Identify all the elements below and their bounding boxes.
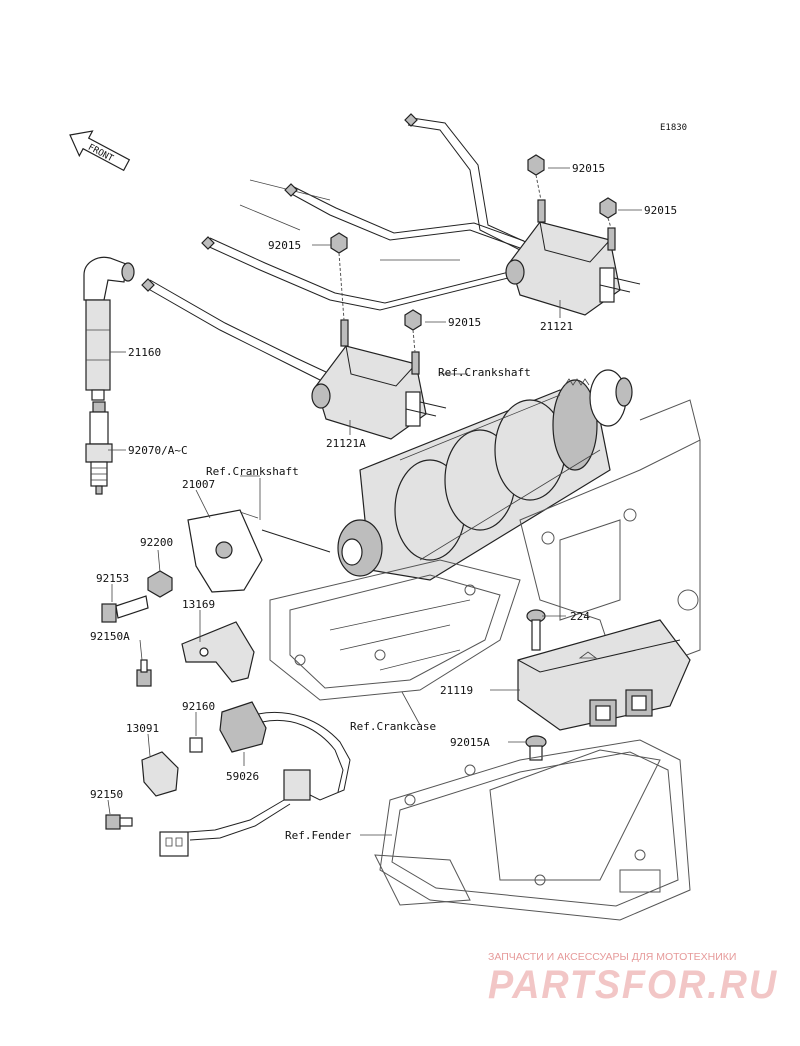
bolt-92150a-icon xyxy=(136,659,152,687)
nut-92015-icon xyxy=(330,154,617,353)
callout-92015: 92015 xyxy=(572,162,605,175)
washer-92160-icon xyxy=(189,737,203,753)
callout-59026: 59026 xyxy=(226,770,259,783)
callout-13169: 13169 xyxy=(182,598,215,611)
bolt-92150-icon xyxy=(105,814,133,830)
watermark-logo: PARTSFOR.RU xyxy=(488,963,778,1007)
callout-21121a: 21121A xyxy=(326,437,366,450)
ignition-coil-21121 xyxy=(505,199,641,316)
diagram-code: E1830 xyxy=(660,123,687,133)
leader-lines xyxy=(107,167,642,836)
bracket-13091 xyxy=(141,751,179,797)
callout-ref-crankcase: Ref.Crankcase xyxy=(350,720,436,733)
bracket-13169 xyxy=(181,621,255,683)
callout-ref-crankshaft: Ref.Crankshaft xyxy=(206,465,299,478)
watermark-tagline: ЗАПЧАСТИ И АКСЕССУАРЫ ДЛЯ МОТОТЕХНИКИ xyxy=(488,951,736,963)
spark-plug-cap-21160 xyxy=(83,256,135,401)
callout-ref-fender: Ref.Fender xyxy=(285,829,352,842)
callout-21119: 21119 xyxy=(440,684,473,697)
callout-labels: 92015 92015 92015 92015 21121 21121A 211… xyxy=(90,162,677,842)
callout-92150a: 92150A xyxy=(90,630,130,643)
rear-fender xyxy=(374,739,691,921)
callout-13091: 13091 xyxy=(126,722,159,735)
ignition-coil-21121a xyxy=(311,319,447,440)
callout-92015: 92015 xyxy=(448,316,481,329)
callout-21121: 21121 xyxy=(540,320,573,333)
front-arrow-icon: FRONT xyxy=(69,130,131,172)
callout-21007: 21007 xyxy=(182,478,215,491)
screw-224-icon xyxy=(526,609,546,651)
spark-plug-cables xyxy=(141,113,529,381)
callout-92200: 92200 xyxy=(140,536,173,549)
callout-92015a: 92015A xyxy=(450,736,490,749)
callout-92160: 92160 xyxy=(182,700,215,713)
callout-92070: 92070/A~C xyxy=(128,444,188,457)
crankcase xyxy=(269,559,521,701)
bolt-92153-icon xyxy=(101,595,149,623)
callout-92015: 92015 xyxy=(644,204,677,217)
callout-ref-crankshaft: Ref.Crankshaft xyxy=(438,366,531,379)
spark-plug-92070 xyxy=(85,401,113,495)
nut-92200-icon xyxy=(147,570,173,598)
pickup-coil-59026 xyxy=(159,701,351,857)
watermark: ЗАПЧАСТИ И АКСЕССУАРЫ ДЛЯ МОТОТЕХНИКИ PA… xyxy=(488,951,778,1007)
crankshaft xyxy=(337,369,633,581)
callout-92153: 92153 xyxy=(96,572,129,585)
callout-92150: 92150 xyxy=(90,788,123,801)
timing-rotor-21007 xyxy=(187,509,331,593)
ic-igniter-21119 xyxy=(517,619,691,731)
callout-224: 224 xyxy=(570,610,590,623)
callout-92015: 92015 xyxy=(268,239,301,252)
callout-21160: 21160 xyxy=(128,346,161,359)
